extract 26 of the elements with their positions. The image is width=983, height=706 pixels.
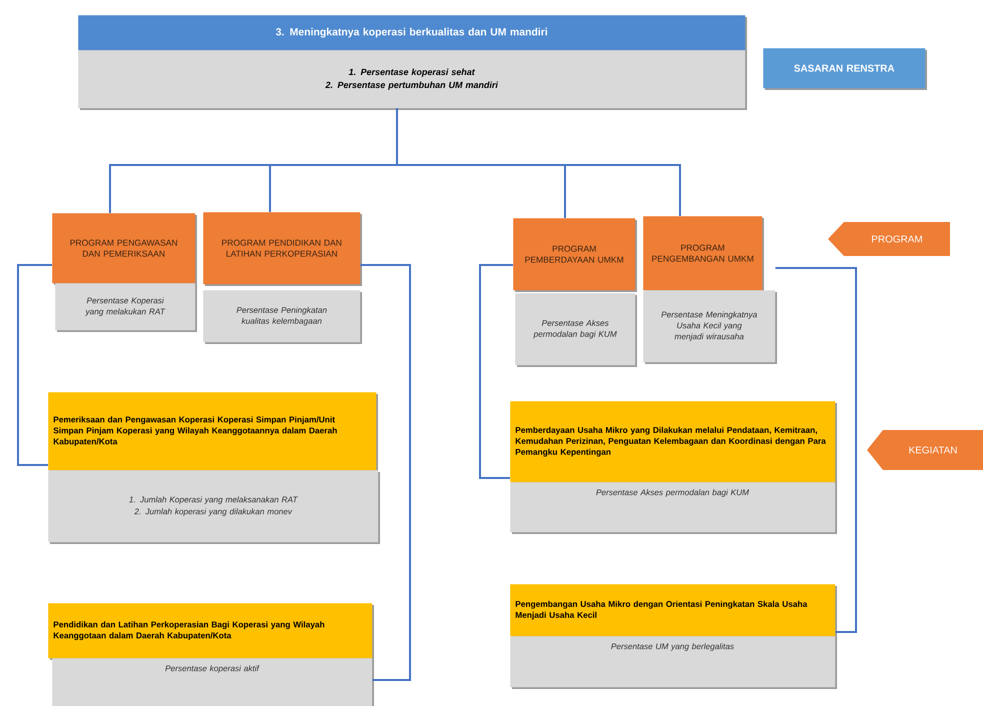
sasaran-button: SASARAN RENSTRA — [763, 48, 927, 90]
program-box: PROGRAM PENGEMBANGAN UMKM — [643, 216, 764, 292]
program-box: PROGRAM PEMBERDAYAAN UMKM — [513, 218, 637, 292]
indicator-box: Persentase koperasi aktif — [52, 658, 374, 706]
indicator-box: Persentase Koperasi yang melakukan RAT — [55, 283, 197, 332]
indicator-box: Persentase Akses permodalan bagi KUM — [515, 293, 637, 367]
title-bar: 3. Meningkatnya koperasi berkualitas dan UM mandiri — [78, 15, 747, 52]
connector-line — [479, 264, 513, 479]
indicator-box: Persentase UM yang berlegalitas — [510, 636, 837, 689]
indicator-box: Persentase Meningkatnya Usaha Kecil yang menjadi wirausaha — [643, 290, 777, 364]
activity-box: Pendidikan dan Latihan Perkoperasian Bagi Koperasi yang Wilayah Keanggotaan dalam Daerah Kabupaten/Kota — [48, 603, 374, 660]
activity-box: Pemeriksaan dan Pengawasan Koperasi Koperasi Simpan Pinjam/Unit Simpan Pinjam Koperasi yang Wilayah Keanggotaannya dalam Daerah Kabupaten/Kota — [48, 392, 378, 472]
connector-line — [396, 108, 681, 216]
pointer-tag: PROGRAM — [828, 222, 950, 256]
indicator-box: Persentase Akses permodalan bagi KUM — [510, 482, 837, 534]
pointer-tag: KEGIATAN — [867, 430, 983, 470]
target-list-box: 1. Persentase koperasi sehat 2. Persentase pertumbuhan UM mandiri — [78, 50, 747, 110]
program-box: PROGRAM PENDIDIKAN DAN LATIHAN PERKOPERASIAN — [203, 212, 362, 286]
indicator-box: Persentase Peningkatan kualitas kelembagaan — [203, 290, 362, 344]
connector-line — [775, 267, 857, 633]
activity-box: Pemberdayaan Usaha Mikro yang Dilakukan melalui Pendataan, Kemitraan, Kemudahan Perizinan, Penguatan Kelembagaan dan Koordinasi dengan Para Pemangku Kepentingan — [510, 401, 837, 484]
indicator-box: 1. Jumlah Koperasi yang melaksanakan RAT 2. Jumlah koperasi yang dilakukan monev — [48, 470, 380, 544]
connector-line — [17, 264, 52, 466]
activity-box: Pengembangan Usaha Mikro dengan Orientasi Peningkatan Skala Usaha Menjadi Usaha Kecil — [510, 584, 837, 638]
connector-line — [360, 264, 411, 681]
program-box: PROGRAM PENGAWASAN DAN PEMERIKSAAN — [52, 213, 197, 285]
